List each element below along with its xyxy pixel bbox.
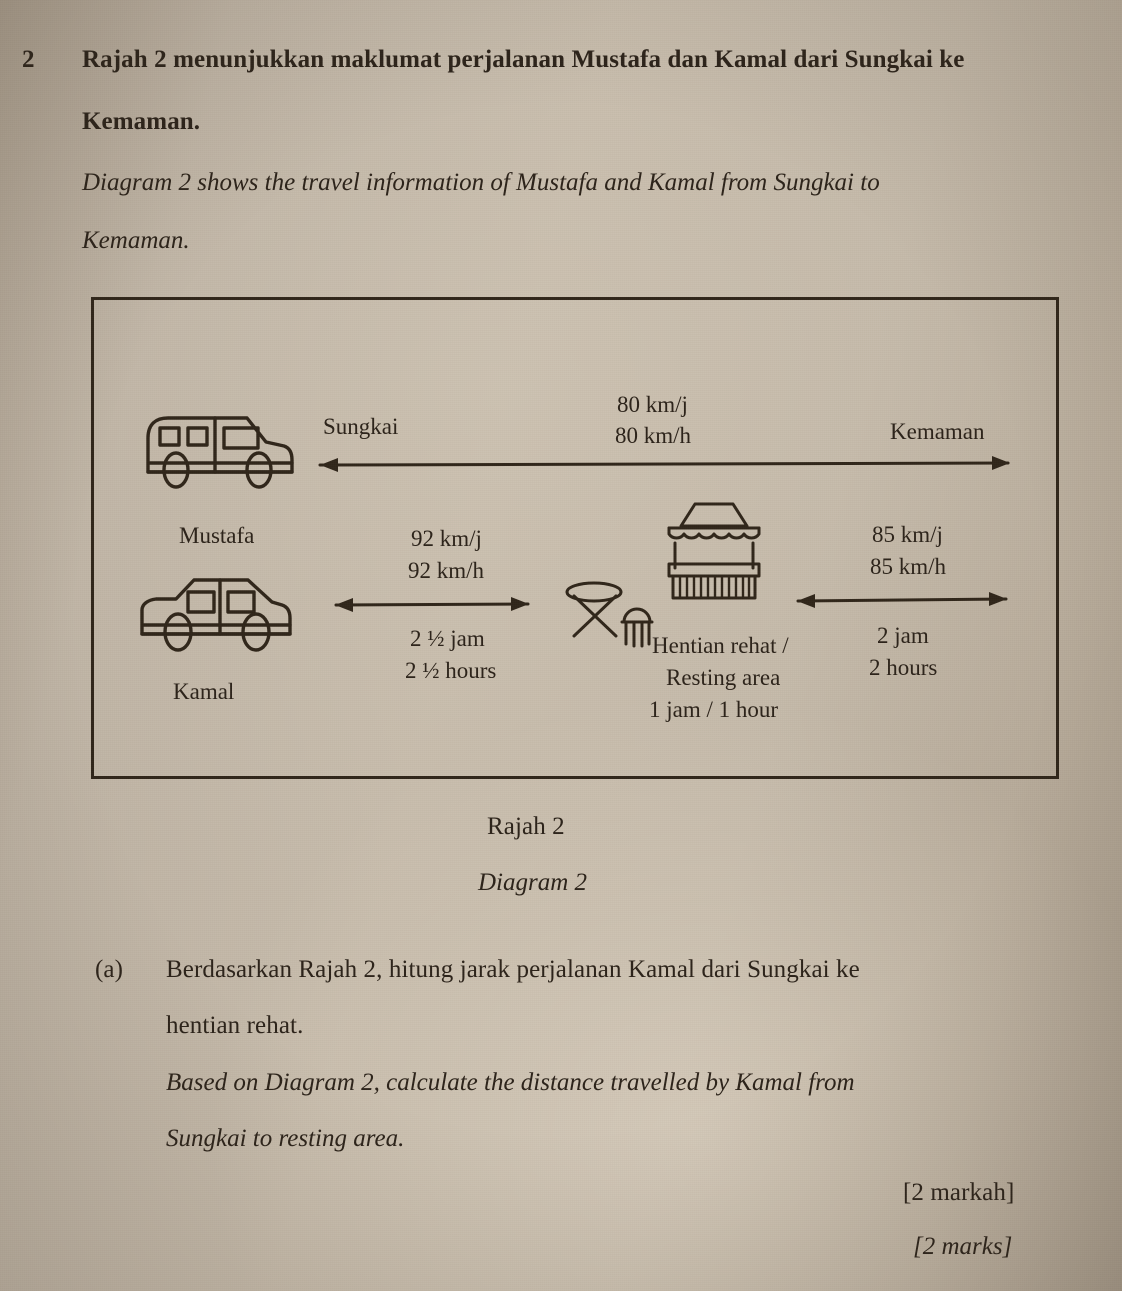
kamal-leg1-time-en: 2 ½ hours: [405, 658, 497, 683]
diagram-caption-ms: Rajah 2: [487, 813, 565, 840]
kemaman-label: Kemaman: [890, 419, 985, 444]
question-number: 2: [22, 46, 35, 73]
marks-ms: [2 markah]: [903, 1179, 1015, 1206]
kamal-name-label: Kamal: [173, 679, 235, 704]
kamal-leg2-time-ms: 2 jam: [877, 623, 929, 648]
kamal-leg2-speed-en: 85 km/h: [870, 554, 947, 579]
kamal-leg1-speed-ms: 92 km/j: [411, 526, 482, 551]
car-icon: [140, 578, 292, 652]
question-stem-en-line1: Diagram 2 shows the travel information o…: [82, 169, 880, 196]
rest-stop-label-en: Resting area: [666, 665, 781, 690]
mustafa-name-label: Mustafa: [179, 523, 255, 548]
kamal-leg1-arrow: [334, 597, 530, 612]
marks-en: [2 marks]: [913, 1233, 1013, 1260]
table-stool-icon: [565, 581, 654, 648]
diagram-caption-en: Diagram 2: [478, 869, 588, 896]
mustafa-speed-ms: 80 km/j: [617, 392, 688, 417]
kamal-leg2-time-en: 2 hours: [869, 655, 938, 680]
van-icon: [146, 416, 294, 489]
kamal-leg1-time-ms: 2 ½ jam: [410, 626, 485, 651]
question-stem-ms-line2: Kemaman.: [82, 108, 201, 135]
kamal-leg1-speed-en: 92 km/h: [408, 558, 485, 583]
part-a-ms-line1: Berdasarkan Rajah 2, hitung jarak perjal…: [166, 956, 860, 983]
mustafa-journey-arrow: [318, 456, 1010, 472]
question-stem-ms-line1: Rajah 2 menunjukkan maklumat perjalanan …: [82, 46, 965, 73]
part-a-label: (a): [95, 956, 124, 983]
hut-icon: [667, 502, 761, 600]
kamal-leg2-speed-ms: 85 km/j: [872, 522, 943, 547]
part-a-en-line2: Sungkai to resting area.: [166, 1125, 405, 1152]
mustafa-speed-en: 80 km/h: [615, 423, 692, 448]
rest-stop-duration: 1 jam / 1 hour: [649, 697, 779, 722]
part-a-en-line1: Based on Diagram 2, calculate the distan…: [166, 1069, 855, 1096]
part-a-ms-line2: hentian rehat.: [166, 1012, 304, 1039]
kamal-leg2-arrow: [796, 592, 1008, 608]
diagram-2-frame: Mustafa Kamal Sungkai Kemaman 80 km/j 80…: [91, 297, 1059, 779]
rest-stop-label-ms: Hentian rehat /: [652, 633, 789, 658]
sungkai-label: Sungkai: [323, 414, 399, 439]
question-stem-en-line2: Kemaman.: [82, 227, 190, 254]
